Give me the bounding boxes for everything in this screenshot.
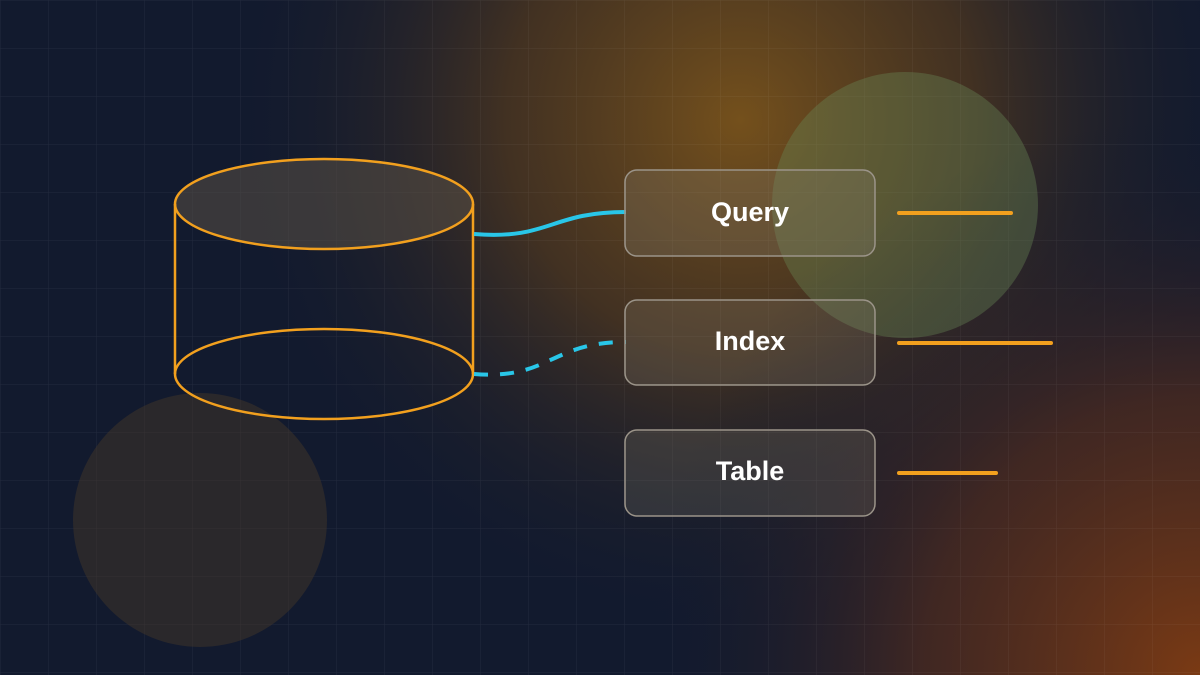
node-index-label: Index (715, 326, 786, 356)
node-index: Index (624, 299, 876, 386)
node-table-label: Table (716, 456, 785, 486)
decorative-circle-right (772, 72, 1038, 338)
node-table: Table (624, 429, 876, 517)
decorative-circle-left (73, 393, 327, 647)
node-query: Query (624, 169, 876, 257)
database-cylinder-icon (173, 157, 475, 421)
node-query-label: Query (711, 197, 789, 227)
connector-index (473, 340, 627, 377)
connector-query (473, 210, 627, 237)
